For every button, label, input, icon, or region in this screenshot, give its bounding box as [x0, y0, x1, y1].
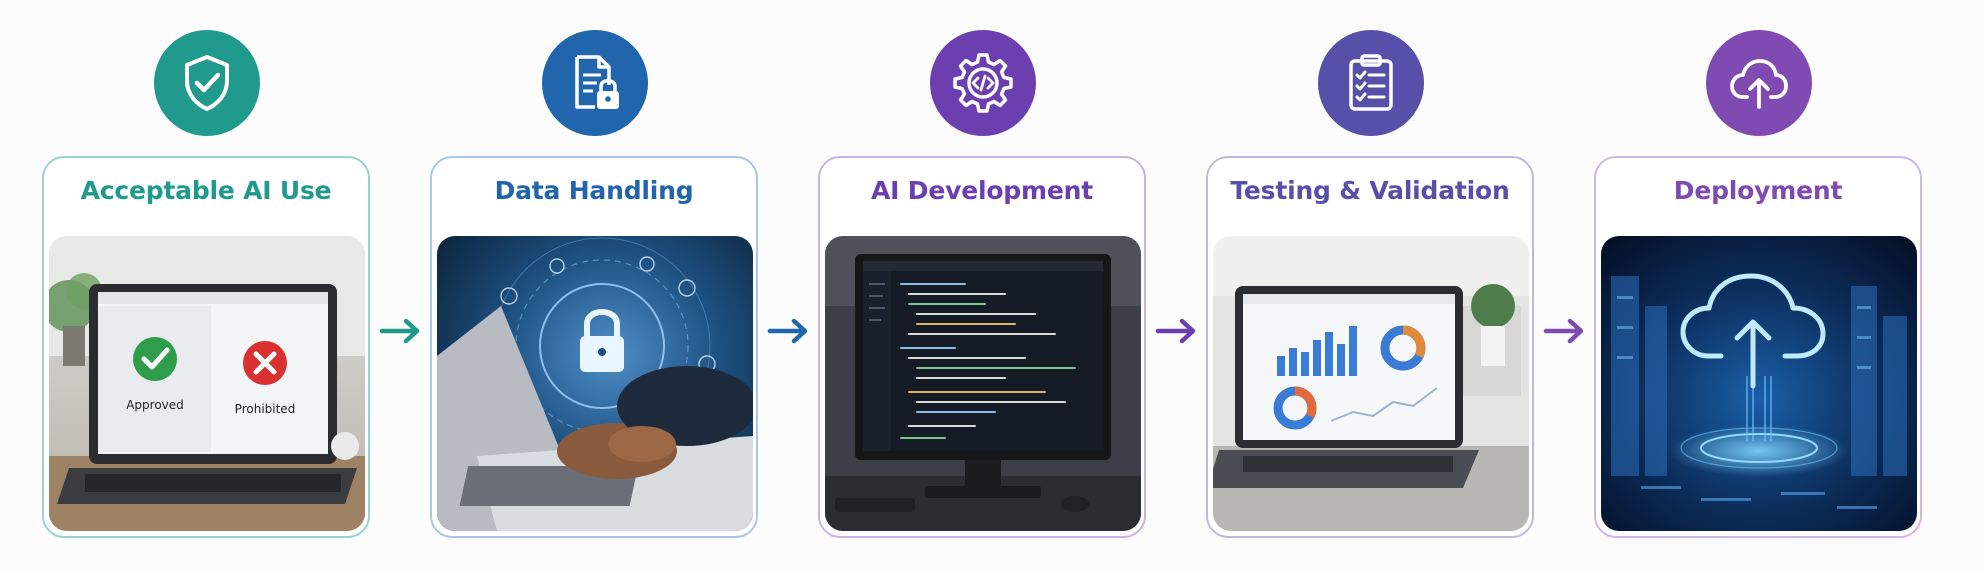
step-1-icon-badge: [154, 30, 260, 136]
step-4-illustration-dashboard-laptop: [1213, 236, 1529, 531]
arrow-right-icon: [767, 318, 808, 344]
flow-arrow-3: [1154, 314, 1198, 348]
step-2-icon-badge: [542, 30, 648, 136]
clipboard-checklist-icon: [1349, 54, 1393, 111]
flow-arrow-1: [378, 314, 422, 348]
gear-code-icon: [953, 53, 1013, 113]
step-title: Deployment: [1673, 176, 1843, 205]
step-5-icon-badge: [1706, 30, 1812, 136]
flow-arrow-4: [1542, 314, 1586, 348]
step-2-card: Data Handling: [430, 156, 758, 538]
arrow-right-icon: [1543, 318, 1584, 344]
prohibited-label: Prohibited: [235, 402, 296, 416]
arrow-right-icon: [379, 318, 420, 344]
step-1-illustration-laptop-approval: Approved Prohibited: [49, 236, 365, 531]
step-title: AI Development: [871, 176, 1093, 205]
step-4-card: Testing & Validation: [1206, 156, 1534, 538]
cloud-upload-icon: [1730, 59, 1788, 109]
step-3-illustration-code-monitor: [825, 236, 1141, 531]
step-3-icon-badge: [930, 30, 1036, 136]
step-1-card: Acceptable AI Use: [42, 156, 370, 538]
step-ai-development: AI Development: [818, 0, 1150, 572]
document-lock-icon: [575, 55, 619, 109]
step-title: Testing & Validation: [1230, 176, 1510, 205]
arrow-right-icon: [1155, 318, 1196, 344]
step-acceptable-ai-use: Acceptable AI Use: [42, 0, 374, 572]
step-4-icon-badge: [1318, 30, 1424, 136]
step-3-card: AI Development: [818, 156, 1146, 538]
step-title: Acceptable AI Use: [80, 176, 332, 205]
step-testing-validation: Testing & Validation: [1206, 0, 1538, 572]
step-title: Data Handling: [494, 176, 694, 205]
shield-check-icon: [185, 55, 229, 111]
flow-arrow-2: [766, 314, 810, 348]
step-data-handling: Data Handling: [430, 0, 762, 572]
step-2-illustration-security-lock: [437, 236, 753, 531]
step-5-illustration-cloud-server: [1601, 236, 1917, 531]
step-5-card: Deployment: [1594, 156, 1922, 538]
approved-label: Approved: [126, 398, 184, 412]
step-deployment: Deployment: [1594, 0, 1926, 572]
